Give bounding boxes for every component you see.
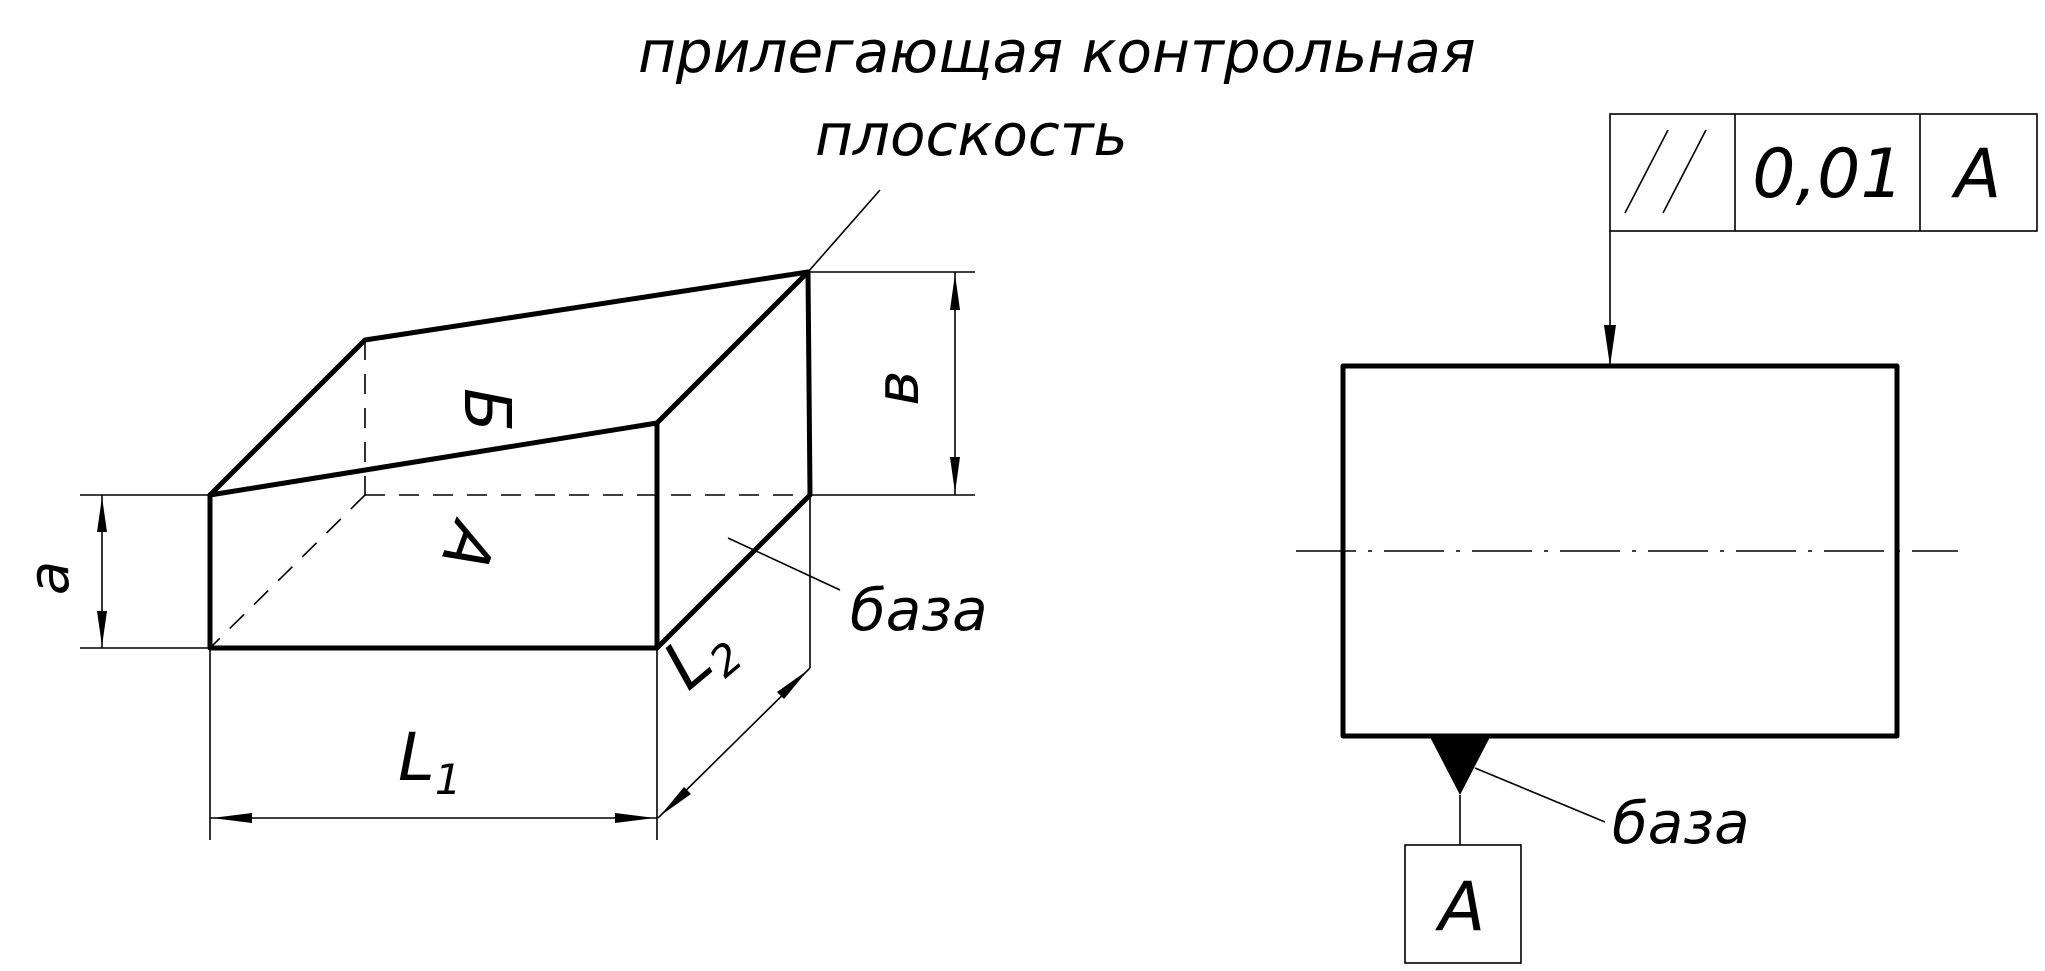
dim-l2-label: L2	[649, 604, 752, 710]
face-label-top: Б	[449, 388, 523, 432]
tolerance-datum: A	[1951, 135, 2002, 214]
right-face-outline	[654, 269, 813, 651]
dim-l1-arrow-left	[212, 813, 252, 823]
annotation-text-line1: прилегающая контрольная	[638, 18, 1476, 86]
tolerance-value: 0,01	[1752, 135, 1903, 214]
dim-l1-arrow-right	[615, 813, 655, 823]
datum-triangle	[1430, 737, 1490, 795]
dim-b-label: в	[863, 370, 933, 405]
dim-b-arrow-bottom	[950, 457, 960, 493]
tolerance-leader-arrow	[1604, 325, 1616, 366]
datum-box-label: A	[1435, 868, 1486, 947]
base-label-left: база	[850, 576, 988, 644]
tolerance-frame	[1609, 113, 2038, 232]
top-face-outline	[207, 269, 811, 498]
hidden-edge-diagonal	[209, 494, 366, 649]
base-leader-line	[727, 537, 841, 591]
left-figure: a в L1 L2 Б А прилегающая контрольная пл…	[17, 18, 1476, 840]
base-leader-line-right	[1474, 767, 1606, 823]
datum-box	[1404, 844, 1522, 964]
annotation-leader-line	[807, 189, 881, 273]
dim-b-arrow-top	[950, 274, 960, 310]
dim-l1-label: L1	[398, 719, 462, 804]
dim-l2-arrow-bottom	[660, 787, 691, 816]
base-label-right: база	[1612, 789, 1750, 857]
annotation-text-line2: плоскость	[815, 101, 1128, 169]
dim-a-arrow-bottom	[97, 611, 107, 646]
face-label-bottom: А	[425, 510, 511, 580]
dim-a-label: a	[17, 561, 82, 595]
dim-l2-arrow-top	[777, 670, 808, 699]
dim-a-arrow-top	[97, 497, 107, 532]
parallelism-symbol-icon	[1624, 129, 1707, 214]
right-figure: 0,01 A A база	[1296, 113, 2038, 964]
